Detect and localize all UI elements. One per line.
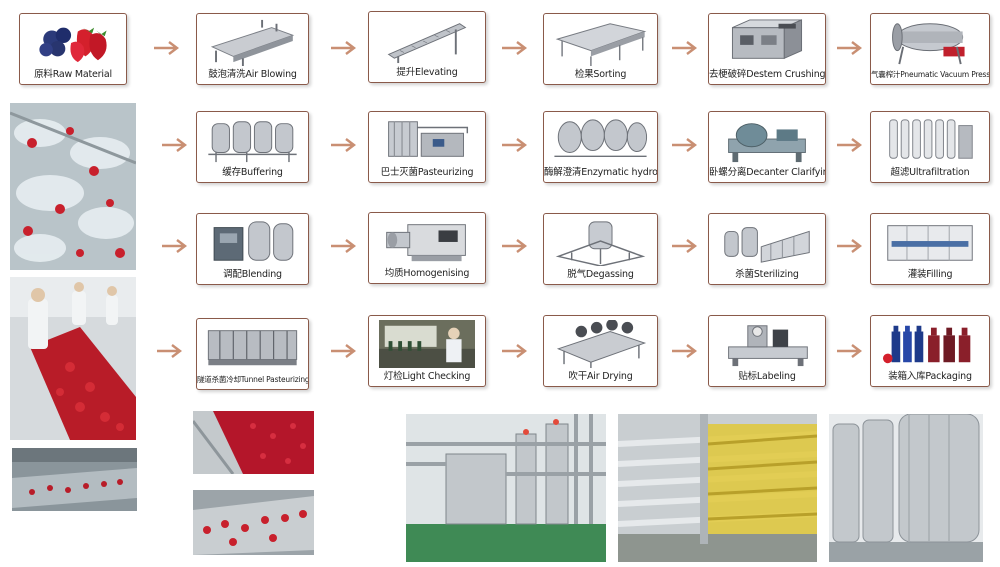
step-label: 提升Elevating	[396, 67, 458, 78]
arrow-right-icon	[670, 137, 698, 153]
sorting-workers-photo	[10, 277, 136, 440]
arrow-right-icon	[160, 137, 188, 153]
step-label: 巴士灭菌Pasteurizing	[380, 167, 474, 178]
light-checking-photo	[373, 320, 481, 368]
step-label: 灌装Filling	[907, 269, 953, 280]
berries-conveyor-photo-1	[193, 411, 314, 474]
arrow-right-icon	[160, 238, 188, 254]
step-tunnel-pasteurizing-cooling: 隧道杀菌冷却Tunnel Pasteurizing&Cooling	[196, 318, 309, 390]
step-label: 均质Homogenising	[384, 268, 470, 279]
arrow-right-icon	[500, 137, 528, 153]
arrow-right-icon	[155, 343, 183, 359]
destemmer-crusher-image	[713, 18, 821, 66]
step-packaging: 装箱入库Packaging	[870, 315, 990, 387]
step-labeling: 贴标Labeling	[708, 315, 826, 387]
step-light-checking: 灯检Light Checking	[368, 315, 486, 387]
arrow-right-icon	[500, 40, 528, 56]
step-label: 鼓泡清洗Air Blowing	[208, 69, 297, 80]
step-destem-crushing: 去梗破碎Destem Crushing	[708, 13, 826, 85]
arrow-right-icon	[835, 238, 863, 254]
step-raw-material: 原料Raw Material	[19, 13, 127, 85]
filling-machine-image	[875, 218, 985, 266]
degasser-image	[548, 218, 653, 266]
step-label: 缓存Buffering	[222, 167, 283, 178]
arrow-right-icon	[835, 137, 863, 153]
step-decanter-clarifying: 卧螺分离Decanter Clarifying	[708, 111, 826, 183]
conveyor-photo	[12, 448, 137, 511]
packaged-bottles-image	[875, 320, 985, 368]
step-label: 气囊榨汁Pneumatic Vacuum Pressing	[871, 70, 989, 79]
homogenizer-image	[373, 217, 481, 265]
ultrafiltration-image	[875, 116, 985, 164]
storage-tanks-photo	[829, 414, 983, 562]
tube-heat-exchanger-photo	[618, 414, 817, 562]
arrow-right-icon	[500, 343, 528, 359]
step-label: 酶解澄清Enzymatic hydrolyzing	[544, 167, 657, 178]
step-homogenising: 均质Homogenising	[368, 212, 486, 284]
arrow-right-icon	[329, 40, 357, 56]
step-label: 检果Sorting	[574, 69, 627, 80]
arrow-right-icon	[329, 137, 357, 153]
arrow-right-icon	[835, 40, 863, 56]
arrow-right-icon	[152, 40, 180, 56]
step-blending: 调配Blending	[196, 213, 309, 285]
air-blowing-washer-image	[201, 18, 304, 66]
step-label: 调配Blending	[223, 269, 282, 280]
step-air-drying: 吹干Air Drying	[543, 315, 658, 387]
enzymatic-tanks-image	[548, 116, 653, 164]
labeling-machine-image	[713, 320, 821, 368]
step-label: 去梗破碎Destem Crushing	[709, 69, 825, 80]
arrow-right-icon	[670, 238, 698, 254]
step-ultrafiltration: 超滤Ultrafiltration	[870, 111, 990, 183]
step-label: 隧道杀菌冷却Tunnel Pasteurizing&Cooling	[197, 375, 308, 384]
washing-photo	[10, 103, 136, 270]
step-label: 超滤Ultrafiltration	[890, 167, 970, 178]
step-label: 装箱入库Packaging	[888, 371, 972, 382]
berries-image	[24, 18, 122, 66]
step-enzymatic-hydrolyzing: 酶解澄清Enzymatic hydrolyzing	[543, 111, 658, 183]
step-label: 杀菌Sterilizing	[735, 269, 799, 280]
step-elevating: 提升Elevating	[368, 11, 486, 83]
step-sorting: 检果Sorting	[543, 13, 658, 85]
step-degassing: 脱气Degassing	[543, 213, 658, 285]
step-buffering: 缓存Buffering	[196, 111, 309, 183]
sterilizer-image	[713, 218, 821, 266]
step-label: 脱气Degassing	[567, 269, 634, 280]
step-sterilizing: 杀菌Sterilizing	[708, 213, 826, 285]
arrow-right-icon	[835, 343, 863, 359]
decanter-centrifuge-image	[713, 116, 821, 164]
pneumatic-press-image	[875, 18, 985, 66]
step-label: 卧螺分离Decanter Clarifying	[709, 167, 825, 178]
sorting-table-image	[548, 18, 653, 66]
step-filling: 灌装Filling	[870, 213, 990, 285]
elevator-conveyor-image	[373, 16, 481, 64]
step-pasteurizing: 巴士灭菌Pasteurizing	[368, 111, 486, 183]
buffer-tanks-image	[201, 116, 304, 164]
arrow-right-icon	[329, 238, 357, 254]
arrow-right-icon	[670, 40, 698, 56]
arrow-right-icon	[329, 343, 357, 359]
pasteurizer-image	[373, 116, 481, 164]
step-label: 原料Raw Material	[34, 69, 112, 80]
arrow-right-icon	[670, 343, 698, 359]
tunnel-pasteurizer-image	[201, 323, 304, 371]
step-label: 贴标Labeling	[738, 371, 796, 382]
arrow-right-icon	[500, 238, 528, 254]
berries-conveyor-photo-2	[193, 490, 314, 555]
step-label: 灯检Light Checking	[383, 371, 471, 382]
step-label: 吹干Air Drying	[568, 371, 633, 382]
air-dryer-image	[548, 320, 653, 368]
step-air-blowing: 鼓泡清洗Air Blowing	[196, 13, 309, 85]
factory-pipework-photo	[406, 414, 606, 562]
blending-tanks-image	[201, 218, 304, 266]
step-pneumatic-vacuum-pressing: 气囊榨汁Pneumatic Vacuum Pressing	[870, 13, 990, 85]
